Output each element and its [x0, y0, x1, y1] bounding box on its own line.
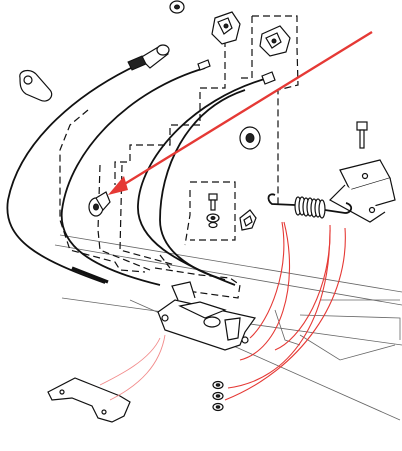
pink-leader-lines	[99, 334, 166, 401]
mounting-plate	[47, 377, 131, 423]
ferrule-1	[197, 59, 211, 71]
return-spring	[267, 193, 353, 219]
cable-clip-2	[259, 25, 291, 57]
cable-3	[137, 77, 269, 286]
grommet-right	[239, 126, 261, 150]
washer-stack	[212, 380, 224, 412]
latch-mechanism	[157, 281, 257, 351]
callout-arrow	[108, 30, 373, 195]
bolt	[356, 121, 368, 149]
spring-clip-guide	[239, 209, 257, 231]
ferrule-2	[261, 71, 276, 85]
cable-1	[6, 59, 149, 284]
nut-washer	[206, 193, 220, 229]
red-leader-lines	[224, 221, 346, 401]
grommet-top	[169, 0, 185, 14]
cable-connector	[127, 44, 170, 71]
cable-plug	[88, 191, 111, 217]
spring-bracket	[329, 159, 396, 223]
dashed-guides	[59, 15, 299, 299]
cable-4	[159, 89, 246, 281]
cable-clip-1	[211, 11, 241, 45]
cable-2	[60, 67, 206, 286]
p-clip	[19, 69, 53, 102]
